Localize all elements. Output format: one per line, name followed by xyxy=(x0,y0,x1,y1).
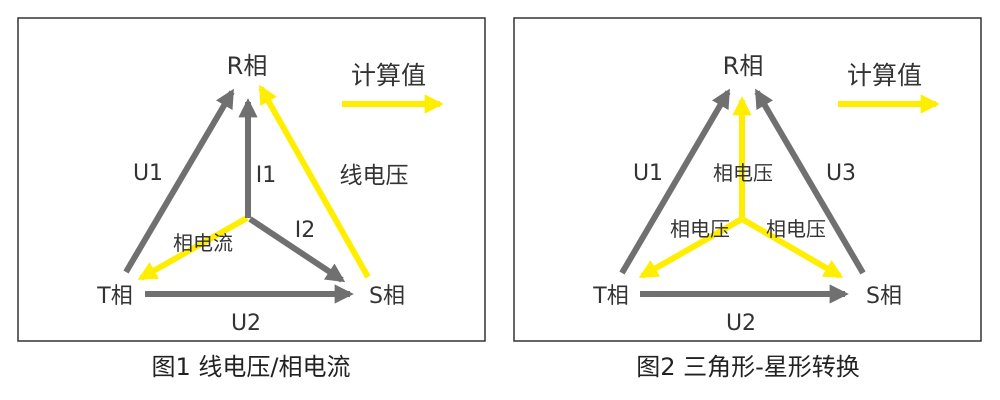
vertex-s-label: S相 xyxy=(866,284,902,309)
phase-voltage-top-label: 相电压 xyxy=(713,161,773,185)
figure-2-frame xyxy=(513,17,982,342)
figure-2-caption: 图2 三角形-星形转换 xyxy=(636,353,860,381)
figure-1-caption: 图1 线电压/相电流 xyxy=(152,353,351,381)
line-voltage-arrow xyxy=(258,84,371,279)
vertex-t-label: T相 xyxy=(592,284,628,309)
u1-label: U1 xyxy=(133,161,163,186)
line-voltage-label: 线电压 xyxy=(340,163,409,189)
vertex-r-label: R相 xyxy=(227,52,268,80)
i2-arrow xyxy=(248,216,346,283)
u3-arrow xyxy=(754,88,866,275)
figure-1-frame xyxy=(17,17,486,342)
phase-voltage-left-label: 相电压 xyxy=(670,217,730,241)
figure-2: 计算值 R相 T相 S相 U1 U3 U2 相电压 相电压 相电压 图2 三角形… xyxy=(513,17,982,381)
legend-label: 计算值 xyxy=(847,61,922,90)
figure-1: 计算值 R相 T相 S相 U1 U2 I1 I2 线电压 相电流 图1 线电压/… xyxy=(17,17,486,381)
phase-current-label: 相电流 xyxy=(173,231,233,255)
phase-voltage-left-arrow xyxy=(638,216,744,279)
u1-label: U1 xyxy=(633,161,663,186)
i2-label: I2 xyxy=(295,218,316,243)
vertex-s-label: S相 xyxy=(369,284,405,309)
vertex-r-label: R相 xyxy=(723,52,764,80)
phase-voltage-right-arrow xyxy=(740,216,844,279)
vertex-t-label: T相 xyxy=(96,284,132,309)
phase-voltage-right-label: 相电压 xyxy=(766,217,826,241)
u2-label: U2 xyxy=(726,311,756,336)
u3-label: U3 xyxy=(826,161,856,186)
u2-label: U2 xyxy=(231,311,261,336)
legend-label: 计算值 xyxy=(351,61,426,90)
phase-current-arrow xyxy=(137,215,249,281)
i1-label: I1 xyxy=(256,163,277,188)
u1-arrow xyxy=(619,88,731,275)
u1-arrow xyxy=(123,88,235,274)
